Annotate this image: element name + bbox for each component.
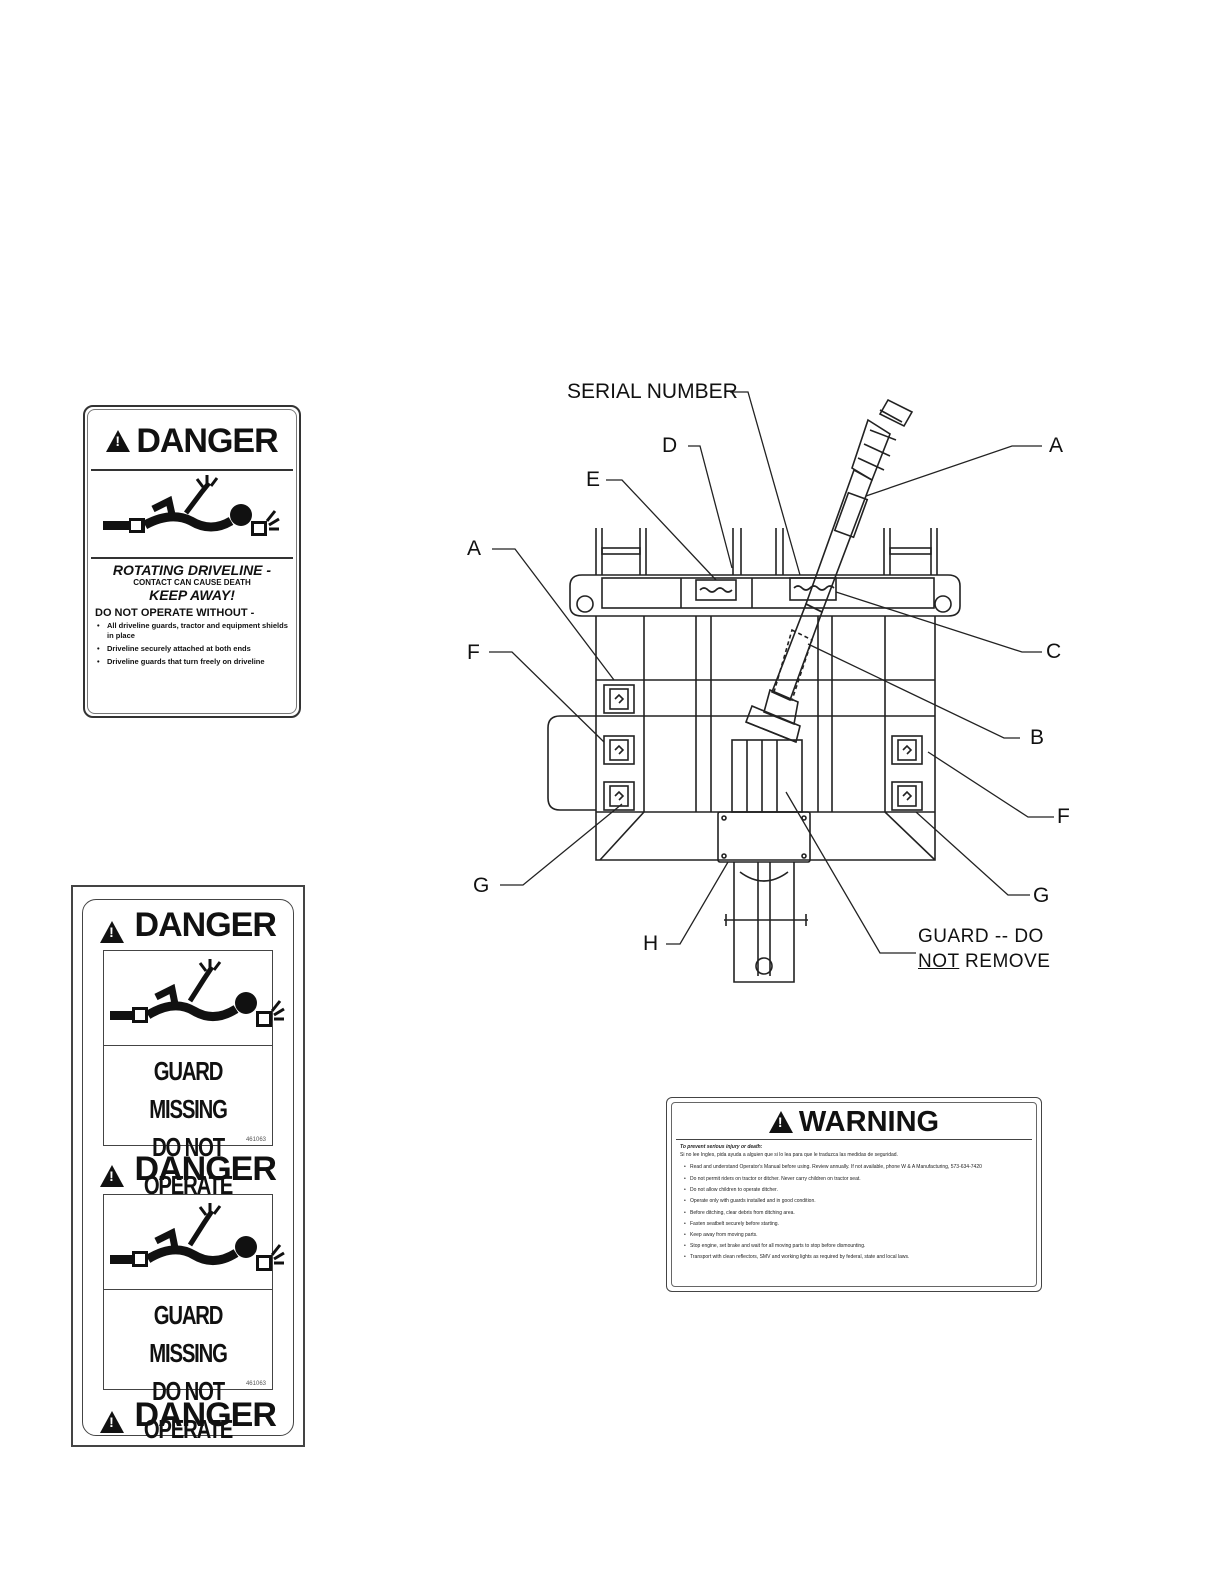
message-line-2: DO NOT OPERATE bbox=[143, 1376, 234, 1444]
callout-f-left: F bbox=[467, 641, 480, 664]
part-number: 461063 bbox=[245, 1381, 266, 1387]
callout-b: B bbox=[1030, 726, 1045, 749]
list-item: Before ditching, clear debris from ditch… bbox=[684, 1208, 1028, 1219]
decal-border: WARNING To prevent serious injury or dea… bbox=[671, 1102, 1037, 1287]
guard-missing-message: GUARD MISSING DO NOT OPERATE bbox=[122, 1046, 253, 1204]
headline: ROTATING DRIVELINE - bbox=[112, 562, 272, 578]
guard-note-remove: REMOVE bbox=[959, 951, 1051, 972]
warning-triangle-icon bbox=[100, 1410, 125, 1433]
message-line-2: DO NOT OPERATE bbox=[143, 1132, 234, 1200]
instruction: DO NOT OPERATE WITHOUT - bbox=[95, 607, 255, 619]
guard-note-line-1: GUARD -- DO bbox=[918, 926, 1044, 947]
danger-header-top: DANGER bbox=[83, 906, 293, 945]
warning-text: To prevent serious injury or death: Si n… bbox=[680, 1143, 1028, 1264]
driveline bbox=[744, 398, 914, 744]
list-item: Driveline guards that turn freely on dri… bbox=[97, 657, 289, 667]
gearbox bbox=[717, 739, 811, 983]
decal-warning: WARNING To prevent serious injury or dea… bbox=[666, 1097, 1042, 1292]
entanglement-pictogram bbox=[104, 1195, 285, 1290]
list-item: Stop engine, set brake and wait for all … bbox=[684, 1241, 1028, 1252]
entanglement-icon bbox=[103, 475, 280, 536]
message-line-1: GUARD MISSING bbox=[149, 1300, 228, 1368]
list-item: Operate only with guards installed and i… bbox=[684, 1196, 1028, 1207]
callout-e: E bbox=[586, 468, 601, 491]
decal-markers bbox=[603, 577, 923, 811]
warning-triangle-icon bbox=[768, 1111, 793, 1133]
keep-away: KEEP AWAY! bbox=[149, 587, 235, 603]
message-line-1: GUARD MISSING bbox=[149, 1056, 228, 1124]
list-item: Driveline securely attached at both ends bbox=[97, 644, 289, 654]
list-item: Fasten seatbelt securely before starting… bbox=[684, 1219, 1028, 1230]
leader-lines bbox=[489, 391, 1054, 954]
entanglement-pictogram bbox=[104, 951, 285, 1046]
guard-missing-panel-1: GUARD MISSING DO NOT OPERATE 461063 bbox=[103, 950, 285, 1200]
warning-lead: To prevent serious injury or death: bbox=[680, 1144, 763, 1150]
danger-header: DANGER bbox=[91, 413, 293, 471]
danger-header-middle: DANGER bbox=[83, 1150, 293, 1189]
guard-note-not: NOT bbox=[918, 951, 960, 972]
ditcher-body bbox=[547, 616, 936, 861]
callout-c: C bbox=[1046, 640, 1062, 663]
list-item: Read and understand Operator's Manual be… bbox=[684, 1163, 1028, 1171]
guard-note-line-2: NOT REMOVE bbox=[918, 949, 1050, 974]
callout-g-left: G bbox=[473, 874, 490, 897]
warning-list: Read and understand Operator's Manual be… bbox=[680, 1163, 1028, 1264]
warning-spanish: Si no lee Ingles, pida ayuda a alguien q… bbox=[680, 1152, 898, 1158]
callout-f-right: F bbox=[1057, 805, 1070, 828]
entanglement-pictogram bbox=[91, 471, 293, 559]
callout-a-left: A bbox=[467, 537, 482, 560]
list-item: All driveline guards, tractor and equipm… bbox=[97, 621, 289, 641]
warning-triangle-icon bbox=[106, 430, 131, 452]
decal-rotating-driveline: DANGER ROTATING DRIVELINE - CONTACT CAN … bbox=[83, 405, 301, 718]
signal-word: DANGER bbox=[134, 1150, 277, 1188]
guard-do-not-remove-note: GUARD -- DO NOT REMOVE bbox=[918, 924, 1050, 974]
danger-header-bottom: DANGER bbox=[83, 1396, 293, 1435]
signal-word: WARNING bbox=[798, 1105, 940, 1138]
decal-text: ROTATING DRIVELINE - CONTACT CAN CAUSE D… bbox=[91, 559, 293, 710]
guard-missing-panel-2: GUARD MISSING DO NOT OPERATE 461063 bbox=[103, 1194, 285, 1444]
hitch-posts bbox=[595, 528, 938, 575]
guard-missing-message: GUARD MISSING DO NOT OPERATE bbox=[122, 1290, 253, 1448]
callout-a-right: A bbox=[1049, 434, 1064, 457]
callout-g-right: G bbox=[1033, 884, 1050, 907]
list-item: Do not permit riders on tractor or ditch… bbox=[684, 1174, 1028, 1185]
top-beam bbox=[569, 574, 961, 617]
bullet-list: All driveline guards, tractor and equipm… bbox=[91, 621, 293, 667]
list-item: Do not allow children to operate ditcher… bbox=[684, 1185, 1028, 1196]
callout-h: H bbox=[643, 932, 659, 955]
serial-number-label: SERIAL NUMBER bbox=[567, 380, 738, 403]
list-item: Transport with clean reflectors, SMV and… bbox=[684, 1252, 1028, 1263]
signal-word: DANGER bbox=[134, 1396, 277, 1434]
decal-border: DANGER GUARD MISSING bbox=[82, 899, 294, 1444]
hazard-line: CONTACT CAN CAUSE DEATH bbox=[133, 578, 251, 587]
warning-triangle-icon bbox=[100, 920, 125, 943]
warning-header: WARNING bbox=[676, 1105, 1032, 1140]
entanglement-icon bbox=[110, 959, 285, 1027]
list-item: Keep away from moving parts. bbox=[684, 1230, 1028, 1241]
entanglement-icon bbox=[110, 1203, 285, 1271]
part-number: 461063 bbox=[245, 1137, 266, 1143]
decal-guard-missing: DANGER GUARD MISSING bbox=[71, 885, 305, 1447]
signal-word: DANGER bbox=[136, 421, 278, 460]
signal-word: DANGER bbox=[134, 906, 277, 944]
warning-triangle-icon bbox=[100, 1164, 125, 1187]
ditcher-decal-location-diagram bbox=[489, 391, 1054, 983]
callout-d: D bbox=[662, 434, 678, 457]
